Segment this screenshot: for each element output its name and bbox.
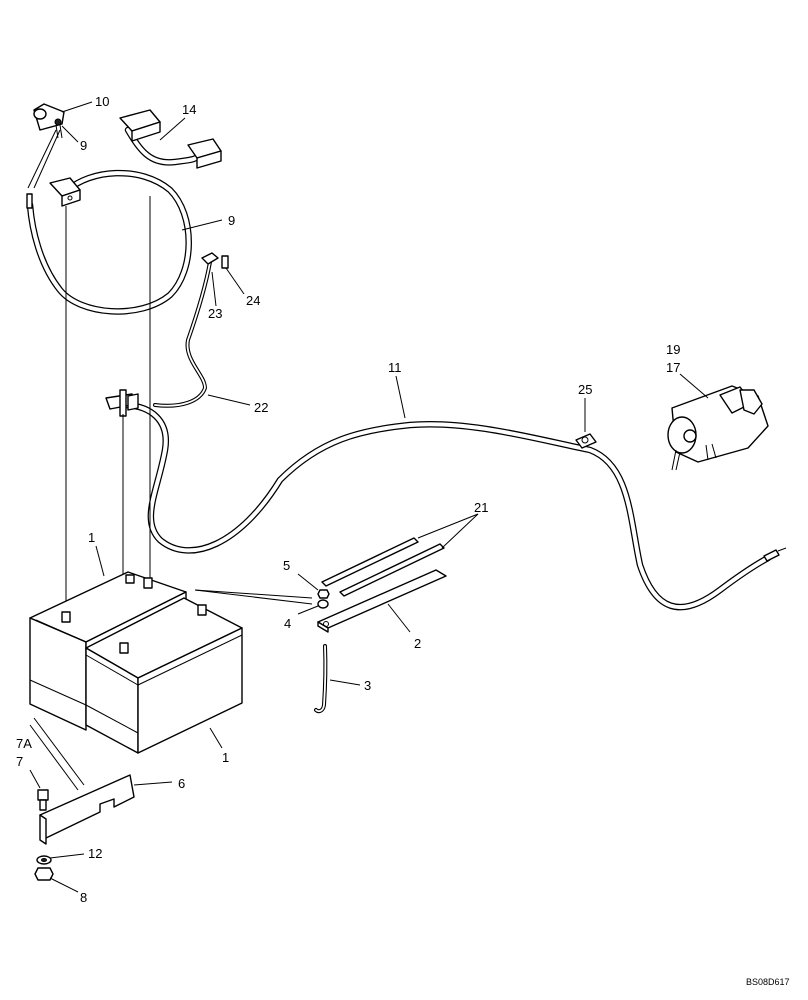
callout-12: 12 [88, 846, 102, 861]
battery-right [85, 577, 243, 754]
callout-9-top: 9 [80, 138, 87, 153]
callout-9-right: 9 [228, 213, 235, 228]
callout-1-bottom: 1 [222, 750, 229, 765]
drawing-reference: BS08D617 [746, 977, 790, 987]
callout-labels: 10 9 14 9 23 24 22 11 25 19 17 21 1 5 4 … [16, 94, 790, 987]
starter-motor [667, 385, 769, 471]
callout-17: 17 [666, 360, 680, 375]
callout-8: 8 [80, 890, 87, 905]
j-bolt [314, 644, 328, 714]
callout-3: 3 [364, 678, 371, 693]
callout-23: 23 [208, 306, 222, 321]
callout-21: 21 [474, 500, 488, 515]
starter-wire [105, 252, 229, 417]
callout-6: 6 [178, 776, 185, 791]
ground-cable [26, 169, 192, 315]
callout-14: 14 [182, 102, 196, 117]
hold-down-clamp [317, 569, 447, 633]
terminal-guide-lines [27, 129, 151, 640]
callout-4: 4 [284, 616, 291, 631]
nut [34, 867, 54, 881]
callout-22: 22 [254, 400, 268, 415]
leader-lines [29, 101, 709, 893]
callout-25: 25 [578, 382, 592, 397]
main-battery-cable [119, 401, 787, 611]
callout-5: 5 [283, 558, 290, 573]
hold-down-bracket [29, 717, 135, 845]
battery-left [29, 571, 187, 731]
callout-7a: 7A [16, 736, 32, 751]
callout-24: 24 [246, 293, 260, 308]
callout-1-top: 1 [88, 530, 95, 545]
callout-2: 2 [414, 636, 421, 651]
callout-11: 11 [388, 360, 402, 375]
callout-7: 7 [16, 754, 23, 769]
battery-jumper-cable [119, 109, 222, 169]
battery-pads [321, 537, 445, 597]
bolt [37, 789, 49, 811]
washer [36, 855, 52, 865]
callout-19: 19 [666, 342, 680, 357]
nut-washer [317, 589, 330, 609]
cable-clip [575, 433, 597, 449]
callout-10: 10 [95, 94, 109, 109]
battery-switch [33, 103, 65, 139]
